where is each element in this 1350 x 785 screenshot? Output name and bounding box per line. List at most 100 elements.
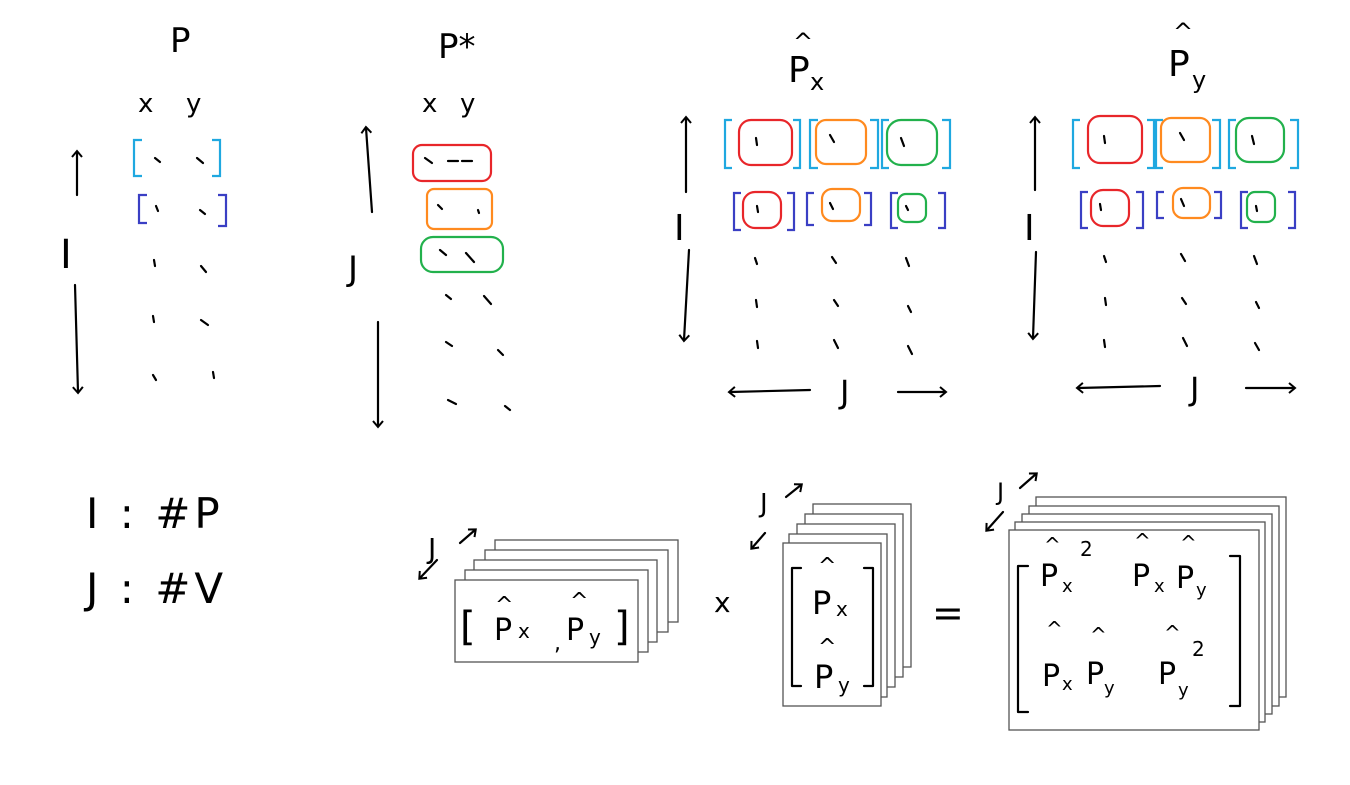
phaty-dim-v: I bbox=[1024, 208, 1035, 249]
phatx-title: P bbox=[788, 50, 810, 91]
result-a11-hat: ^ bbox=[1044, 533, 1061, 557]
phatx-r2c2-bracket bbox=[805, 191, 873, 227]
phaty-r2c2-bracket bbox=[1155, 190, 1223, 220]
result-stack-label: J bbox=[995, 478, 1004, 506]
phaty-r1c1-bracket bbox=[1071, 118, 1156, 170]
phaty-r1c3-circle bbox=[1234, 116, 1286, 164]
legend-line1: I : #P bbox=[86, 489, 224, 538]
result-stack-arrow-diag bbox=[985, 510, 1005, 532]
result-a22-sup: 2 bbox=[1192, 637, 1205, 661]
row-stack-label: J bbox=[426, 532, 436, 565]
phaty-title: P bbox=[1168, 44, 1190, 85]
pstar-row2-box bbox=[425, 187, 494, 231]
result-open-bracket bbox=[1016, 564, 1030, 714]
phaty-r1c2-circle bbox=[1159, 116, 1212, 164]
panel-phat-y: ^ P y I J bbox=[1024, 18, 1300, 408]
row-stack-arrow-diag2 bbox=[458, 528, 477, 545]
row-vector-left-sub: x bbox=[518, 619, 530, 643]
result-a11-sup: 2 bbox=[1080, 537, 1093, 561]
phatx-r2c3-bracket bbox=[889, 191, 947, 230]
result-a12-hat-2: ^ bbox=[1180, 531, 1197, 555]
result-a12-2-sub: y bbox=[1196, 580, 1207, 601]
phaty-r2c1-bracket bbox=[1079, 190, 1145, 230]
phatx-r2c1-bracket bbox=[732, 191, 796, 232]
col-stack-arrow-diag bbox=[750, 531, 767, 550]
p-col-y: y bbox=[186, 89, 201, 119]
result-a21-1-sub: x bbox=[1062, 674, 1073, 695]
phatx-r2c2-circle bbox=[820, 187, 862, 223]
phaty-r2c3-bracket bbox=[1239, 190, 1297, 230]
col-vector-close-bracket bbox=[862, 566, 875, 688]
pstar-row3-box bbox=[419, 235, 505, 274]
phatx-r1c2-circle bbox=[814, 118, 868, 166]
result-a21-hat-1: ^ bbox=[1046, 617, 1063, 641]
pstar-col-y: y bbox=[460, 89, 475, 119]
col-vector-bottom: P bbox=[814, 658, 833, 696]
col-vector-stack: J ^ P x ^ P y bbox=[750, 483, 912, 707]
result-a11: P bbox=[1040, 559, 1058, 594]
p-title: P bbox=[170, 21, 191, 61]
row-vector-open-bracket: [ bbox=[460, 604, 476, 650]
phatx-dim-v: I bbox=[674, 208, 685, 249]
phatx-hat: ^ bbox=[793, 28, 813, 56]
col-stack-arrow-diag2 bbox=[784, 483, 804, 499]
phaty-dots bbox=[1098, 131, 1261, 352]
panel-phat-x: ^ P x I J bbox=[674, 28, 952, 411]
phaty-r1c2-bracket bbox=[1154, 118, 1222, 170]
row-vector-right: P bbox=[566, 613, 584, 648]
phaty-r2c1-circle bbox=[1089, 188, 1131, 228]
phatx-arrow-down bbox=[678, 248, 691, 343]
phaty-dim-h: J bbox=[1188, 370, 1199, 408]
times-sign: x bbox=[714, 586, 731, 619]
phatx-r1c3-circle bbox=[885, 118, 939, 167]
phaty-r2c2-circle bbox=[1171, 186, 1212, 220]
row-vector-hat-1: ^ bbox=[495, 593, 513, 618]
col-stack-label: J bbox=[758, 489, 768, 519]
row-vector-left: P bbox=[494, 613, 512, 648]
phatx-dots bbox=[753, 133, 914, 356]
p-row2-bracket bbox=[137, 193, 228, 228]
row-vector-close-bracket: ] bbox=[614, 604, 630, 650]
legend-line2: J : #V bbox=[83, 564, 227, 613]
panel-p: P x y I bbox=[60, 21, 228, 395]
pstar-col-x: x bbox=[422, 89, 437, 119]
pstar-row1-box bbox=[411, 143, 493, 183]
result-a21-2-sub: y bbox=[1104, 678, 1115, 699]
pstar-dim-label: J bbox=[346, 249, 358, 289]
row-vector-hat-2: ^ bbox=[570, 589, 588, 614]
result-close-bracket bbox=[1228, 554, 1242, 708]
phaty-r1c3-bracket bbox=[1227, 118, 1300, 170]
row-vector-comma: , bbox=[554, 631, 561, 656]
phatx-r1c3-bracket bbox=[880, 118, 952, 170]
result-a22: P bbox=[1158, 657, 1176, 692]
result-a21-2: P bbox=[1086, 657, 1104, 692]
col-vector-bottom-sub: y bbox=[838, 673, 850, 697]
col-vector-top-sub: x bbox=[836, 597, 848, 621]
phatx-r2c1-circle bbox=[741, 190, 783, 230]
p-dim-label: I bbox=[60, 232, 72, 278]
phaty-sub: y bbox=[1192, 66, 1206, 94]
col-vector-top: P bbox=[812, 584, 831, 622]
p-dots bbox=[151, 156, 216, 382]
pstar-arrow-up bbox=[360, 125, 374, 214]
result-matrix-stack: J ^ P x 2 ^ P x ^ P y ^ P x ^ P y ^ P y … bbox=[985, 472, 1287, 731]
result-a22-hat: ^ bbox=[1164, 621, 1181, 645]
result-a12-2: P bbox=[1176, 561, 1194, 596]
col-vector-open-bracket bbox=[790, 566, 803, 688]
phatx-r1c1-bracket bbox=[723, 118, 802, 170]
phaty-arrow-down bbox=[1027, 250, 1039, 341]
p-col-x: x bbox=[138, 89, 153, 119]
phatx-r1c2-bracket bbox=[808, 118, 880, 170]
phaty-r2c3-circle bbox=[1245, 190, 1277, 224]
phatx-dim-h: J bbox=[838, 373, 849, 411]
phatx-arrow-left bbox=[727, 386, 812, 398]
col-vector-hat-1: ^ bbox=[818, 554, 836, 579]
phaty-arrow-left bbox=[1075, 382, 1162, 394]
phatx-r2c3-circle bbox=[896, 192, 928, 224]
row-vector-front-page bbox=[454, 579, 639, 663]
phaty-r1c1-circle bbox=[1086, 114, 1144, 165]
result-a21-hat-2: ^ bbox=[1090, 623, 1107, 647]
result-a22-sub: y bbox=[1178, 680, 1189, 701]
legend: I : #P J : #V bbox=[83, 489, 227, 613]
